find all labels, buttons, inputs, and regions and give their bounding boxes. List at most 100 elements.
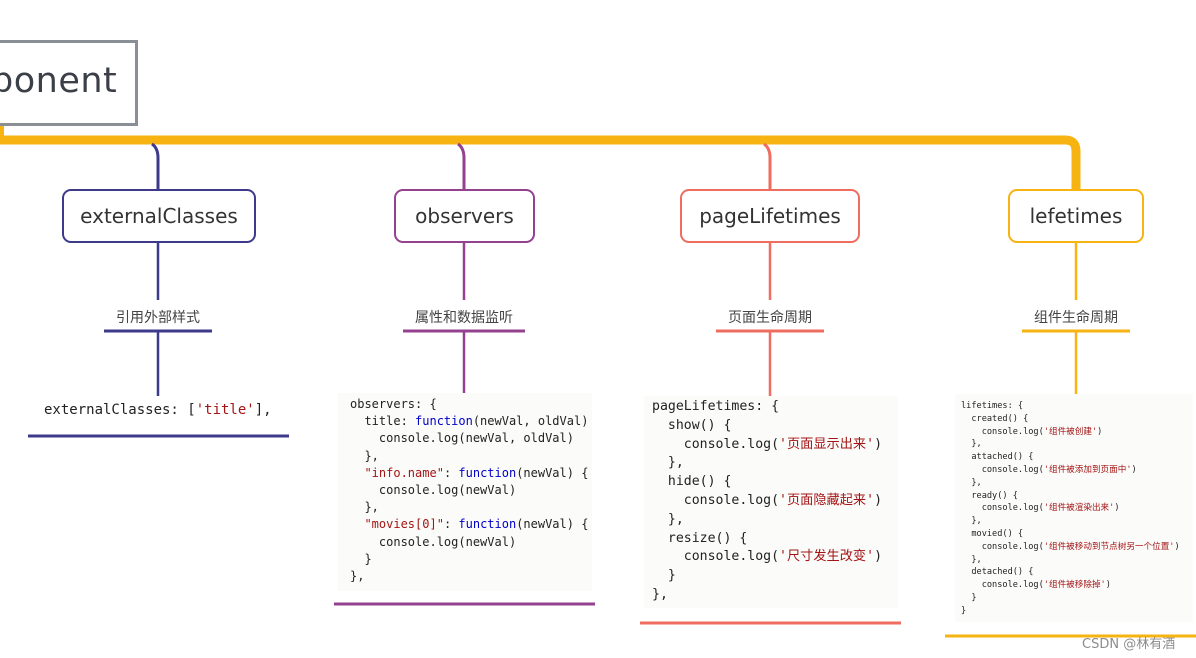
code-text: lifetimes: { (961, 401, 1024, 411)
code-text: detached() { (961, 567, 1034, 578)
code-line: console.log('组件被渲染出来') (961, 502, 1180, 515)
code-text (350, 517, 364, 531)
code-line: pageLifetimes: { (652, 398, 882, 417)
code-text: created() { (961, 413, 1029, 424)
code-text: : (443, 517, 459, 532)
code-line: }, (350, 568, 588, 585)
code-text: ) (1097, 426, 1103, 437)
code-text: ) (1105, 580, 1111, 591)
code-line: }, (961, 554, 1180, 567)
code-keyword: function (458, 465, 517, 480)
code-string: '页面显示出来' (779, 436, 875, 452)
code-text: console.log( (961, 464, 1044, 475)
node-title: observers (415, 204, 514, 228)
code-text: console.log( (961, 580, 1044, 591)
code-text: ) (874, 436, 883, 452)
node-title: lefetimes (1029, 204, 1123, 228)
code-string: 'title' (195, 402, 255, 418)
code-string: '组件被移动到节点树另一个位置' (1043, 541, 1175, 552)
code-text: }, (961, 554, 982, 565)
subtitle-observers: 属性和数据监听 (415, 310, 513, 326)
code-text: ) (1114, 503, 1120, 514)
node-pagelifetimes: pageLifetimes (680, 189, 860, 243)
code-text: console.log( (652, 436, 780, 452)
code-line: console.log('页面显示出来') (652, 436, 882, 455)
node-observers: observers (394, 189, 535, 243)
code-line: "movies[0]": function(newVal) { (350, 516, 588, 533)
code-line: externalClasses: ['title'], (44, 400, 272, 420)
code-string: '组件被移除掉' (1043, 580, 1106, 591)
code-text: ) (874, 549, 883, 565)
code-block-pagelifetimes: pageLifetimes: { show() { console.log('页… (652, 398, 882, 605)
code-text: } (961, 592, 977, 603)
code-text: console.log(newVal) (350, 534, 517, 549)
code-text: console.log( (652, 492, 780, 508)
code-text: observers: { (350, 397, 437, 411)
code-line: }, (652, 454, 882, 473)
root-label: ponent (0, 61, 118, 101)
code-text: show() { (652, 417, 732, 433)
code-line: }, (652, 511, 882, 530)
code-line: }, (961, 515, 1180, 528)
code-line: }, (961, 477, 1180, 490)
code-text: }, (961, 439, 982, 450)
code-text: }, (961, 477, 982, 488)
code-background (644, 396, 898, 608)
code-text: hide() { (652, 474, 732, 490)
code-line: console.log('尺寸发生改变') (652, 548, 882, 567)
code-line: movied() { (961, 528, 1180, 541)
code-line: console.log(newVal) (350, 482, 588, 499)
code-line: "info.name": function(newVal) { (350, 465, 588, 482)
node-lefetimes: lefetimes (1008, 189, 1144, 243)
code-line: console.log('组件被移除掉') (961, 579, 1180, 592)
code-text: resize() { (652, 530, 748, 546)
code-line: resize() { (652, 530, 882, 549)
code-text: console.log( (652, 549, 780, 565)
code-text: : (443, 465, 459, 480)
code-line: } (961, 592, 1180, 605)
code-text: pageLifetimes: { (652, 399, 780, 414)
code-text (350, 466, 364, 480)
code-text: } (350, 551, 372, 566)
code-keyword: function (415, 414, 473, 429)
code-line: title: function(newVal, oldVal) (350, 413, 588, 430)
code-block-observers: observers: { title: function(newVal, old… (350, 396, 588, 585)
code-line: console.log('组件被添加到页面中') (961, 464, 1180, 477)
code-text: console.log(newVal) (350, 483, 517, 498)
code-block-lefetimes: lifetimes: { created() { console.log('组件… (961, 400, 1180, 618)
code-line: } (350, 551, 588, 568)
code-line: } (961, 605, 1180, 618)
root-node: ponent (0, 40, 138, 126)
code-line: attached() { (961, 451, 1180, 464)
code-text: console.log(newVal, oldVal) (350, 431, 574, 446)
node-title: pageLifetimes (699, 204, 841, 228)
code-line: console.log('页面隐藏起来') (652, 492, 882, 511)
code-background (338, 393, 592, 591)
code-text: }, (350, 569, 365, 584)
code-text: ) (1131, 464, 1137, 475)
code-line: detached() { (961, 566, 1180, 579)
code-line: }, (652, 586, 882, 605)
code-line: } (652, 567, 882, 586)
code-text: (newVal) { (516, 517, 589, 532)
code-text: }, (350, 500, 379, 515)
code-string: '组件被添加到页面中' (1043, 464, 1132, 475)
code-text: }, (961, 516, 982, 527)
code-line: hide() { (652, 473, 882, 492)
code-block-externalclasses: externalClasses: ['title'], (44, 400, 272, 420)
watermark: CSDN @林有酒 (1082, 637, 1176, 652)
code-text: } (652, 568, 676, 584)
code-background (955, 394, 1193, 622)
code-text: (newVal) { (516, 465, 589, 480)
code-text: }, (652, 455, 684, 471)
code-line: }, (350, 499, 588, 516)
code-text: ) (874, 492, 883, 508)
code-text: ) (1174, 541, 1180, 552)
code-line: }, (350, 448, 588, 465)
code-text: } (961, 605, 967, 616)
code-text: title: (350, 414, 416, 429)
code-line: console.log('组件被移动到节点树另一个位置') (961, 541, 1180, 554)
code-text: }, (652, 586, 668, 602)
code-string: '组件被创建' (1043, 426, 1098, 437)
